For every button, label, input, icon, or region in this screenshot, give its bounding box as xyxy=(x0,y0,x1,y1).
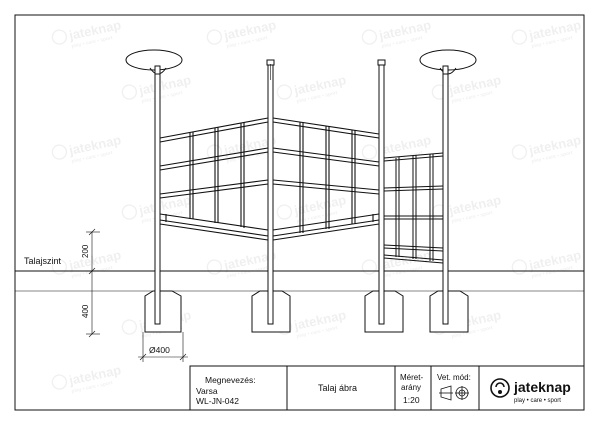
title-block-product-name: Varsa xyxy=(196,386,218,396)
ground-level-label: Talajszint xyxy=(24,256,62,266)
projection-symbol-icon xyxy=(439,385,469,401)
dimension-foundation-diameter: Ø400 xyxy=(149,345,170,355)
title-block xyxy=(189,365,585,411)
brand-logo-icon xyxy=(490,378,510,398)
title-block-sheet-title: Talaj ábra xyxy=(318,383,357,393)
dimension-below-ground: 400 xyxy=(81,304,90,318)
diameter-dimension xyxy=(138,332,188,362)
title-block-scale-value: 1:20 xyxy=(403,395,420,405)
title-block-product-code: WL-JN-042 xyxy=(196,396,239,406)
title-block-name-heading: Megnevezés: xyxy=(205,375,256,385)
height-dimensions xyxy=(86,228,100,338)
disc-seats xyxy=(125,49,477,75)
title-block-projection-heading: Vet. mód: xyxy=(437,373,471,382)
right-net-panel xyxy=(272,117,380,241)
left-net-panel xyxy=(159,117,269,241)
title-block-scale-heading-1: Méret- xyxy=(400,373,423,382)
dimension-above-ground: 200 xyxy=(81,244,90,258)
post-caps xyxy=(266,59,386,80)
brand-name: jateknap xyxy=(513,379,571,395)
title-block-scale-heading-2: arány xyxy=(401,383,421,392)
brand-tagline: play • care • sport xyxy=(514,398,561,404)
side-net-panel xyxy=(383,152,444,264)
